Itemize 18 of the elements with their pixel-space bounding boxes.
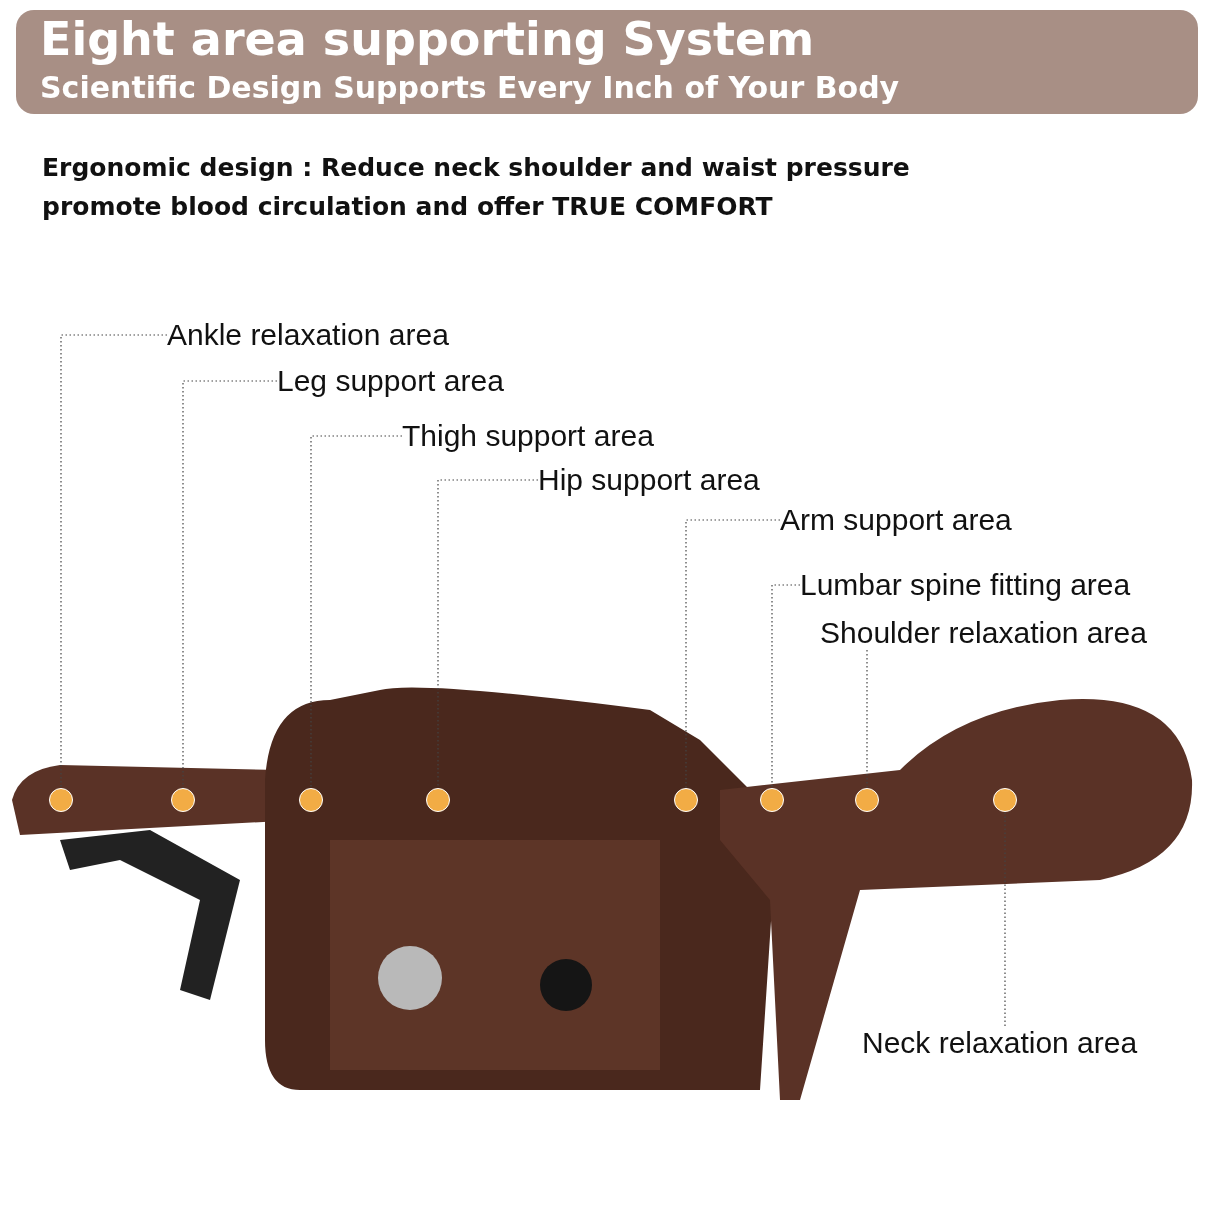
callout-label: Leg support area — [277, 364, 504, 398]
callout-label: Thigh support area — [402, 419, 654, 453]
callout-label: Shoulder relaxation area — [820, 616, 1147, 650]
title: Eight area supporting System — [40, 12, 815, 66]
leader-line — [1004, 811, 1006, 1027]
callout-label: Lumbar spine fitting area — [800, 568, 1131, 602]
leader-line — [685, 519, 781, 789]
leader-line — [866, 649, 868, 789]
leader-line — [60, 334, 168, 789]
callout-label: Arm support area — [780, 503, 1012, 537]
leader-line — [437, 479, 539, 789]
description-text: Ergonomic design : Reduce neck shoulder and waist pressure promote blood circulation and offer TRUE COMFORT — [42, 152, 911, 223]
callout-label: Neck relaxation area — [862, 1026, 1138, 1060]
leader-line — [310, 435, 403, 789]
subtitle: Scientific Design Supports Every Inch of Your Body — [40, 70, 900, 105]
leader-line — [771, 584, 801, 789]
callout-label: Hip support area — [538, 463, 760, 497]
callout-label: Ankle relaxation area — [167, 318, 449, 352]
